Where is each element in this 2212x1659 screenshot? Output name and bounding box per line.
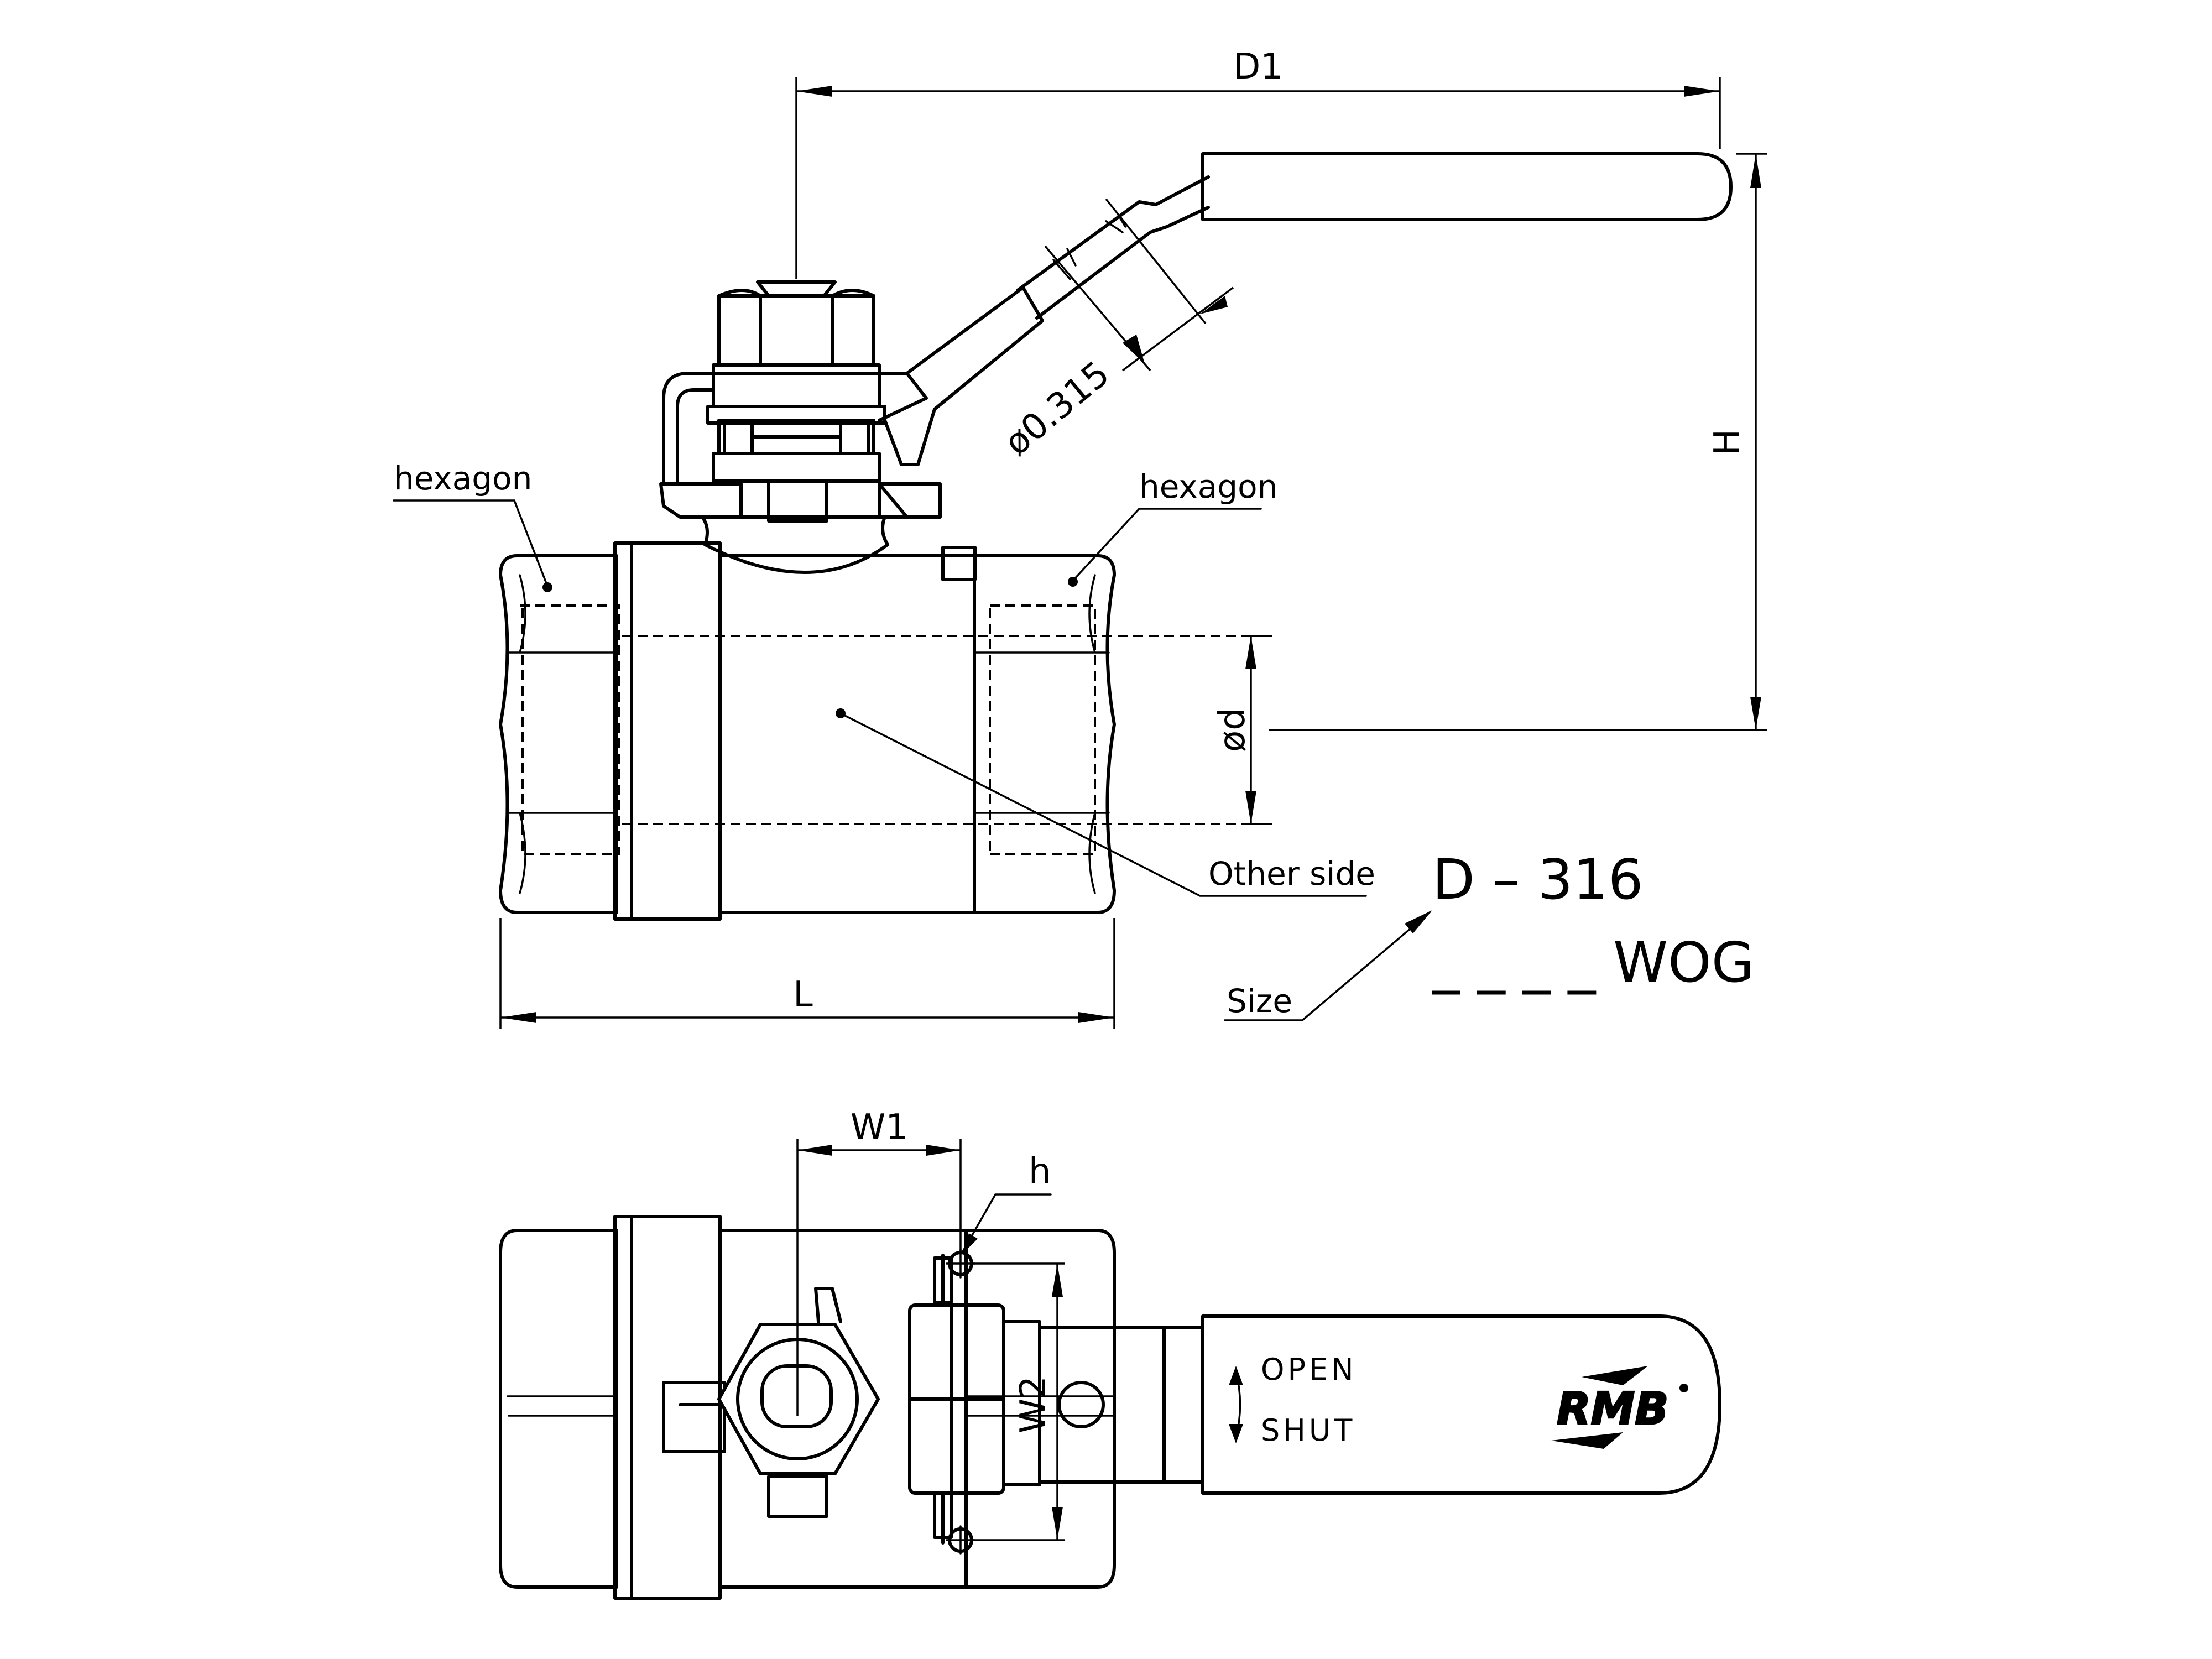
- shut-marking: SHUT: [1261, 1413, 1355, 1448]
- hexagon-right-label: hexagon: [1139, 468, 1277, 505]
- hexagon-left-label: hexagon: [394, 460, 532, 497]
- lever-neck: [878, 372, 936, 466]
- plan-lever-grip: [1201, 1314, 1721, 1495]
- other-side-label: Other side: [1208, 855, 1375, 893]
- dim-dia-d-label: ød: [1212, 708, 1253, 752]
- stop-plate: [659, 482, 743, 519]
- dim-w2-label: W2: [1013, 1376, 1054, 1433]
- pressure-marking: _ _ _ _ WOG: [1432, 930, 1754, 995]
- stem-nut: [717, 294, 875, 367]
- right-hex-end: [973, 554, 1116, 914]
- gland: [712, 452, 881, 483]
- dim-dia-0315-label: ø0.315: [997, 353, 1118, 464]
- plan-left-hex-end: [499, 1229, 618, 1589]
- plan-view: OPEN SHUT RMB W1 h W2: [499, 1107, 1721, 1600]
- plan-lever-shaft: [1038, 1326, 1204, 1484]
- dim-h-label: H: [1707, 429, 1748, 456]
- lever-grip: [1201, 152, 1733, 221]
- svg-text:RMB: RMB: [1557, 1383, 1668, 1434]
- left-hex-end: [499, 554, 618, 914]
- front-view: D1 H ø0.315 ød hexagon hexagon Other sid…: [393, 46, 1767, 1029]
- size-label: Size: [1227, 982, 1292, 1020]
- dim-w1-label: W1: [851, 1107, 908, 1148]
- stop-tab: [941, 546, 977, 581]
- rmb-logo-icon: RMB: [1551, 1366, 1688, 1449]
- dim-l-label: L: [793, 974, 813, 1015]
- material-marking: D – 316: [1432, 847, 1643, 912]
- left-body-nut: [630, 541, 722, 921]
- dim-d1-label: D1: [1233, 46, 1283, 87]
- plan-stem-hex: [717, 1323, 880, 1475]
- bonnet: [701, 515, 889, 574]
- open-marking: OPEN: [1261, 1352, 1357, 1387]
- dim-h-hole-label: h: [1029, 1151, 1051, 1192]
- valve-body: [718, 554, 976, 914]
- lever-sleeve: [905, 286, 1044, 411]
- plan-right-hex-end: [964, 1229, 1116, 1589]
- lever-bracket: [662, 372, 909, 486]
